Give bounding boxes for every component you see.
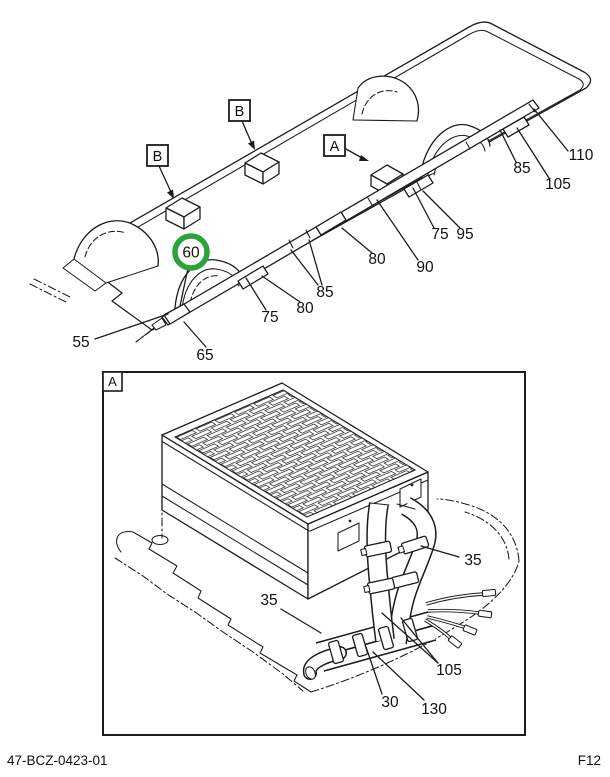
ref-label-b-left-text: B (153, 149, 163, 165)
callout-75-right: 75 (431, 226, 448, 243)
hose-fitting-1 (163, 303, 191, 325)
detail-view-a: A (102, 371, 526, 736)
tube-end-cap (305, 666, 316, 680)
callout-105-detail: 105 (436, 662, 462, 679)
callout-30: 30 (381, 694, 399, 711)
callout-75-left: 75 (261, 309, 278, 326)
heater-grille (173, 389, 417, 518)
arrowhead (359, 155, 369, 161)
callout-90: 90 (416, 259, 434, 276)
callout-80-left: 80 (296, 300, 314, 317)
arrowhead (167, 189, 174, 199)
hose-fitting-5 (502, 116, 530, 138)
callout-55: 55 (72, 334, 89, 351)
figure-code: F12 (578, 753, 601, 768)
drawing-number: 47-BCZ-0423-01 (7, 753, 108, 768)
floor-contour (114, 498, 520, 693)
ref-label-b-left: B (146, 144, 174, 199)
callout-85-right: 85 (513, 160, 530, 177)
heater-port-lower (337, 522, 360, 552)
detail-frame-label: A (102, 371, 123, 392)
screw-dot (410, 483, 414, 487)
ref-label-b-mid: B (228, 99, 255, 150)
detail-callouts: 35 35 105 30 130 (260, 552, 481, 718)
callout-85-left: 85 (316, 284, 333, 301)
callout-65: 65 (196, 347, 213, 364)
callout-110: 110 (569, 147, 594, 164)
callout-80-mid: 80 (368, 251, 386, 268)
overview-callouts: 55 65 75 80 85 80 90 75 95 85 105 110 (72, 147, 593, 364)
callout-35-left: 35 (260, 592, 277, 609)
item-box-b-mid (244, 152, 280, 185)
ref-label-a: A (323, 134, 369, 161)
hose-fitting-2 (237, 265, 269, 290)
ref-label-b-mid-text: B (235, 104, 245, 120)
callout-60: 60 (182, 245, 200, 262)
hose-fitting-3 (315, 211, 347, 236)
wheel-arch-front-right (352, 75, 420, 122)
wiring-harness (424, 589, 497, 649)
wheel-arch-rear-left (174, 259, 245, 310)
callout-105: 105 (545, 176, 571, 193)
heater-hose-assembly (151, 99, 540, 331)
screw-dot (348, 519, 352, 523)
callout-60-highlighted[interactable]: 60 (172, 233, 210, 271)
overview-leader-lines (94, 108, 569, 348)
arrowhead (248, 140, 255, 150)
heater-hose-left (366, 502, 395, 642)
callout-130: 130 (421, 701, 447, 718)
highlight-circle (172, 233, 210, 271)
floor-panel (29, 21, 592, 343)
heater-port-upper (399, 478, 422, 508)
detail-leader-lines (280, 545, 460, 701)
wheel-arch-front-left (62, 220, 159, 292)
ref-label-a-text: A (330, 139, 340, 155)
hose-clamps (327, 535, 430, 665)
overview-diagram: B B A (29, 21, 594, 364)
figure-footer: 47-BCZ-0423-01 F12 (7, 753, 601, 768)
callout-95: 95 (456, 226, 473, 243)
detail-frame-label-text: A (108, 374, 117, 389)
item-box-b-left (165, 197, 201, 230)
callout-35-right: 35 (464, 552, 481, 569)
